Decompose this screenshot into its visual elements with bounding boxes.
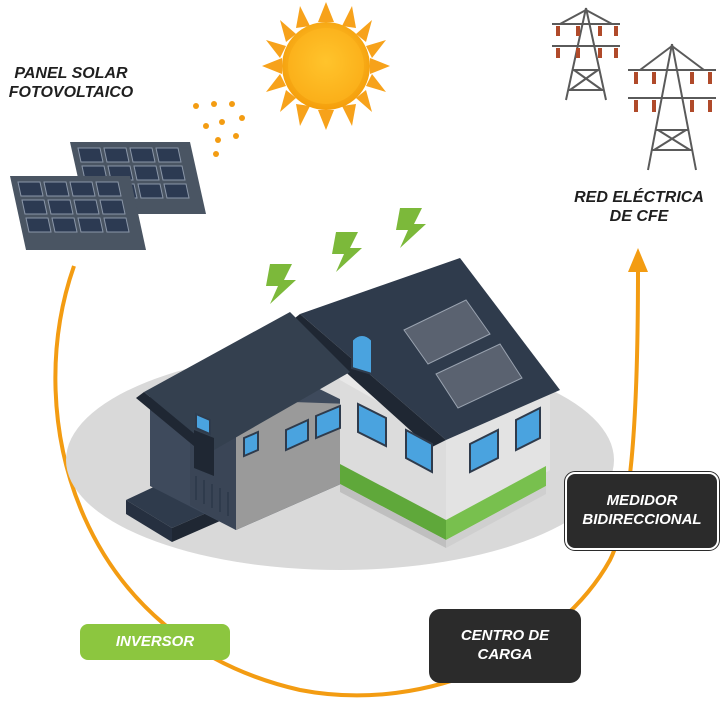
panel-solar-line-2: FOTOVOLTAICO bbox=[8, 84, 134, 102]
arrow-up-icon bbox=[628, 248, 648, 272]
inversor-box: INVERSOR bbox=[80, 624, 230, 660]
centro-de-carga-box: CENTRO DE CARGA bbox=[430, 610, 580, 682]
red-electrica-line-1: RED ELÉCTRICA bbox=[574, 189, 704, 206]
solar-panel-icon bbox=[10, 142, 206, 250]
house-illustration bbox=[126, 258, 560, 548]
panel-solar-line-1: PANEL SOLAR bbox=[14, 65, 128, 82]
sunlight-particles bbox=[193, 101, 245, 157]
centro-line-2: CARGA bbox=[477, 646, 533, 663]
panel-solar-label: PANEL SOLAR FOTOVOLTAICO bbox=[2, 64, 140, 102]
medidor-bidireccional-box: MEDIDOR BIDIRECCIONAL bbox=[565, 472, 719, 550]
medidor-line-2: BIDIRECCIONAL bbox=[582, 511, 702, 528]
sun-icon bbox=[262, 2, 390, 130]
transmission-tower-icon bbox=[552, 7, 716, 171]
medidor-line-1: MEDIDOR bbox=[606, 492, 678, 510]
inversor-label: INVERSOR bbox=[115, 632, 195, 650]
lightning-bolt-icon bbox=[266, 208, 426, 304]
red-electrica-line-2: DE CFE bbox=[609, 208, 669, 226]
red-electrica-label: RED ELÉCTRICA DE CFE bbox=[566, 188, 712, 226]
insulators bbox=[556, 26, 712, 112]
centro-line-1: CENTRO DE bbox=[460, 627, 550, 645]
